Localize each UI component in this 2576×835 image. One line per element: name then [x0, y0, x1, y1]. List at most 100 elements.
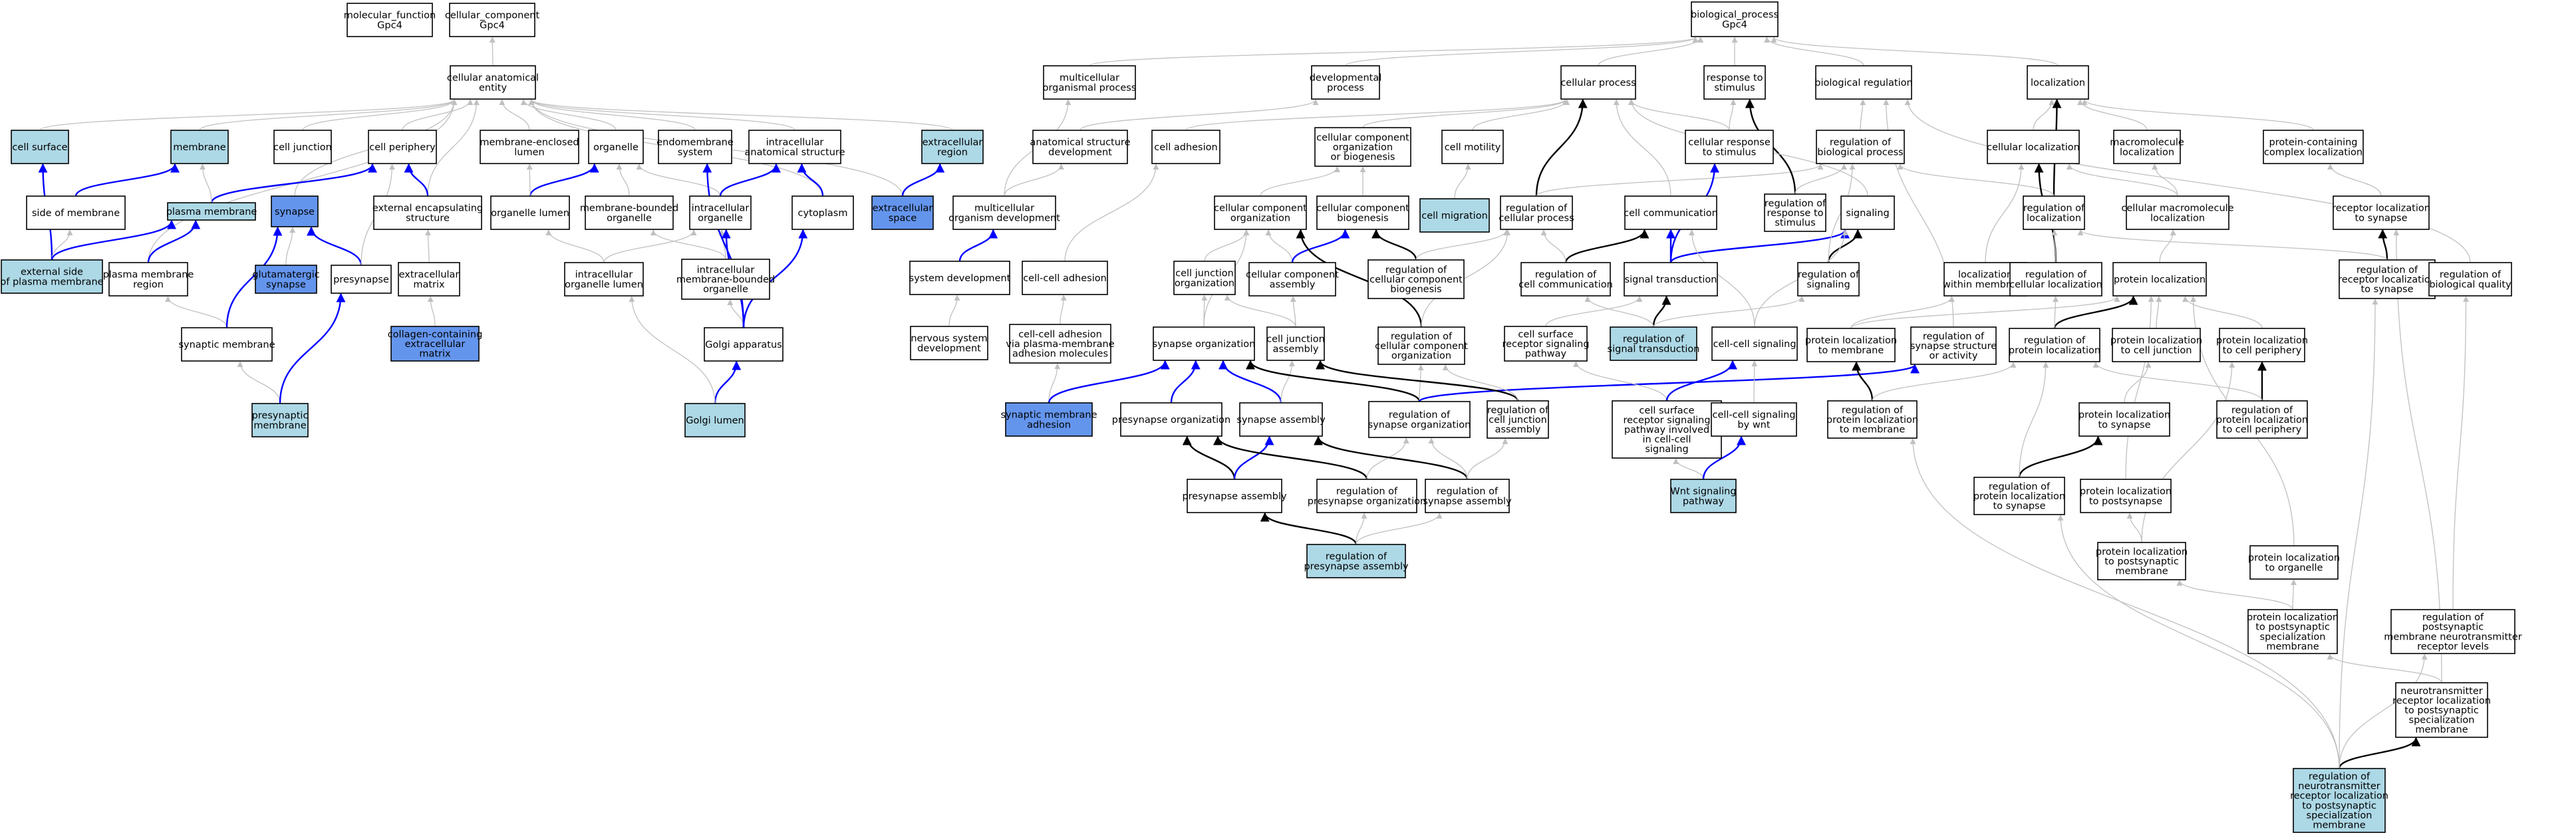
node-label-cellresponse: to stimulus — [1703, 147, 1757, 158]
edge-multiorg-to-bp — [1089, 37, 1699, 66]
node-label-membrane: membrane — [173, 142, 225, 153]
edge-plasmamembrane-to-membrane — [200, 164, 212, 203]
edge-regcellloc-to-regloc — [2051, 229, 2058, 263]
node-golgilumen: Golgi lumen — [684, 403, 746, 437]
node-cellcelladh: cell-cell adhesion — [1022, 261, 1108, 295]
node-box-protloccp — [2219, 328, 2305, 362]
node-label-regcjassembly: regulation of — [1487, 405, 1549, 416]
node-layer: molecular_functionGpc4cellular_component… — [0, 1, 2522, 833]
node-label-presynapse: presynapse — [333, 275, 389, 285]
node-label-ccadhpm: via plasma-membrane — [1006, 339, 1114, 350]
node-label-protlocpsd: specialization — [2260, 632, 2326, 642]
edge-sysdev-to-multidev — [958, 229, 998, 262]
node-box-bioreg — [1815, 65, 1912, 100]
edge-ntrloc-to-protlocpsd — [2327, 654, 2442, 683]
edge-regntrloc-to-regprotloctomem — [1910, 438, 2340, 769]
node-box-regprotloctomem — [1827, 400, 1918, 439]
node-label-collagenecm: matrix — [419, 349, 451, 360]
node-box-cellresponse — [1685, 130, 1774, 164]
node-label-synapse: synapse — [275, 207, 315, 217]
node-label-synmemadh: synaptic membrane — [1000, 410, 1097, 421]
node-box-ccsigwnt — [1711, 402, 1797, 437]
node-label-protloc: protein localization — [2114, 275, 2206, 285]
node-label-protlocpostsynmem: to postsynaptic — [2104, 556, 2179, 567]
node-label-cc: cellular_component — [445, 11, 540, 21]
edge-collagenecm-to-ecm — [427, 296, 436, 327]
node-label-regntrloc: to postsynaptic — [2302, 800, 2376, 811]
node-label-multidev: multicellular — [974, 203, 1034, 214]
edge-cytoplasm-to-intracellular_as — [797, 163, 824, 197]
edge-regsignaling-to-regbioproc — [1828, 164, 1856, 263]
edge-cjassembly-to-cjorg — [1224, 295, 1296, 328]
edge-regprotlocsyn-to-regprotloc — [2019, 362, 2049, 478]
node-box-protlocpostsynmem — [2097, 542, 2186, 580]
node-label-cjorg: organization — [1175, 278, 1234, 289]
node-label-regntrloc: receptor localization — [2290, 791, 2388, 802]
edge-extracellular_region-to-cae — [528, 99, 953, 131]
node-csurf: cell surface — [11, 130, 69, 164]
node-label-regpostsynntr: postsynaptic — [2422, 622, 2484, 633]
edge-ccadhpm-to-cellcelladh — [1060, 295, 1067, 325]
node-presynassembly: presynapse assembly — [1182, 479, 1287, 513]
node-box-ccorg — [1214, 195, 1307, 230]
node-label-protloccj: to cell junction — [2121, 345, 2192, 356]
node-box-regsynassembly — [1425, 479, 1510, 513]
node-label-nsdev: development — [917, 343, 981, 354]
node-label-csrsp: receptor signaling — [1502, 339, 1589, 350]
node-box-regresponse — [1764, 193, 1826, 232]
node-label-ntrloc: neurotransmitter — [2400, 686, 2483, 697]
node-box-ccob — [1314, 127, 1411, 167]
edge-presynorg-to-synorg — [1170, 360, 1201, 404]
edge-intrambo-to-membranebounded — [650, 229, 726, 260]
edge-synmembrane-to-synapse — [225, 226, 283, 328]
node-label-ntrloc: specialization — [2409, 715, 2475, 726]
node-label-extracellular_region: region — [937, 147, 968, 158]
node-box-macroloc — [2113, 130, 2181, 164]
edge-cellmacroloc-to-cellloc — [2066, 164, 2178, 197]
edge-protlocpostsyn-to-protloc — [2125, 296, 2154, 480]
edge-presynmembrane-to-presynapse — [279, 293, 346, 404]
node-label-celljunction: cell junction — [273, 142, 332, 153]
edge-anatdev-to-devproc — [1079, 99, 1319, 131]
edge-regrecloc-to-recloc — [2378, 229, 2388, 261]
node-label-regcjassembly: assembly — [1495, 425, 1541, 435]
node-box-regpostsynntr — [2390, 609, 2515, 654]
node-celljunction: cell junction — [273, 130, 332, 164]
edge-endomembrane-to-cae — [528, 99, 696, 131]
edge-extracellularspace-to-extracellular_region — [901, 163, 945, 197]
node-label-protloctomem: protein localization — [1805, 336, 1897, 346]
node-box-cc — [449, 3, 535, 37]
node-label-mf: molecular_function — [344, 11, 436, 21]
node-label-ccsigwnt: cell-cell signaling — [1712, 410, 1795, 421]
node-label-devproc: process — [1327, 82, 1364, 93]
node-label-ccorg: organization — [1230, 213, 1290, 223]
edge-regbioqual-to-bioreg — [1904, 99, 2471, 263]
edge-plasmamembrane-to-cellperiphery — [210, 163, 377, 203]
edge-ecm-to-extencap — [425, 229, 432, 263]
node-label-multiorg: organismal process — [1043, 82, 1137, 93]
node-box-regcellcomm — [1520, 262, 1611, 297]
node-label-intrambo: intracellular — [697, 265, 755, 275]
node-bioreg: biological regulation — [1814, 65, 1913, 100]
node-box-cellperiphery — [368, 130, 437, 164]
edge-regprotloc-to-protloc — [2053, 295, 2138, 329]
edge-regcjassembly-to-cjassembly — [1316, 360, 1519, 402]
node-box-cjorg — [1173, 261, 1236, 295]
